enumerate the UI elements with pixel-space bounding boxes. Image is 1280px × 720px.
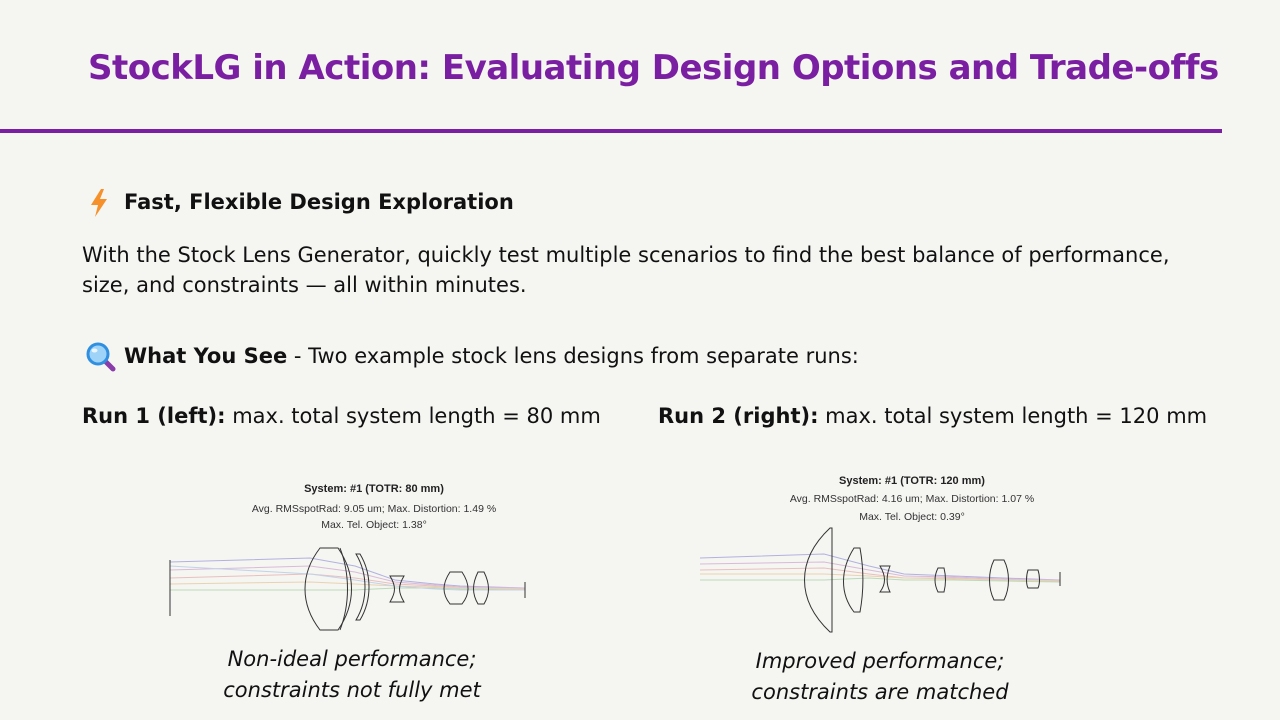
section-text-what-you-see: - Two example stock lens designs from se… <box>287 344 859 368</box>
run1-label: Run 1 (left): <box>82 404 226 428</box>
fig1-rms-distortion: Avg. RMSspotRad: 9.05 um; Max. Distortio… <box>252 503 496 515</box>
run1-text: max. total system length = 80 mm <box>225 404 601 428</box>
section-heading-what-you-see: What You See <box>124 344 288 368</box>
fig1-title: System: #1 (TOTR: 80 mm) <box>304 483 444 495</box>
run2-description: Run 2 (right): max. total system length … <box>658 404 1207 428</box>
fig1-caption-line2: constraints not fully met <box>223 678 481 702</box>
fig2-lens-elements <box>804 527 1061 633</box>
magnifier-icon <box>86 342 116 372</box>
run2-label: Run 2 (right): <box>658 404 819 428</box>
fig1-caption: Non-ideal performance; constraints not f… <box>192 644 512 706</box>
fig2-ray-bundles <box>699 553 1061 583</box>
fig2-telecentricity: Max. Tel. Object: 0.39° <box>859 511 965 523</box>
fig2-caption: Improved performance; constraints are ma… <box>720 646 1040 708</box>
lightning-icon <box>91 189 107 217</box>
slide-title: StockLG in Action: Evaluating Design Opt… <box>88 48 1219 88</box>
run2-text: max. total system length = 120 mm <box>818 404 1208 428</box>
fig2-rms-distortion: Avg. RMSspotRad: 4.16 um; Max. Distortio… <box>790 493 1034 505</box>
fig2-caption-line1: Improved performance; <box>755 649 1005 673</box>
fig2-title: System: #1 (TOTR: 120 mm) <box>839 475 985 487</box>
fig1-caption-line1: Non-ideal performance; <box>227 647 477 671</box>
run1-description: Run 1 (left): max. total system length =… <box>82 404 601 428</box>
fig1-lens-elements <box>169 547 526 631</box>
section-heading-exploration: Fast, Flexible Design Exploration <box>124 190 514 214</box>
fig1-telecentricity: Max. Tel. Object: 1.38° <box>321 519 427 531</box>
section-what-you-see: What You See - Two example stock lens de… <box>124 344 859 368</box>
lens-diagram-run2: System: #1 (TOTR: 120 mm) Avg. RMSspotRa… <box>699 475 1061 633</box>
lens-diagram-run1: System: #1 (TOTR: 80 mm) Avg. RMSspotRad… <box>169 483 526 631</box>
title-divider <box>0 129 1222 133</box>
intro-paragraph: With the Stock Lens Generator, quickly t… <box>82 243 1170 297</box>
fig2-caption-line2: constraints are matched <box>751 680 1009 704</box>
